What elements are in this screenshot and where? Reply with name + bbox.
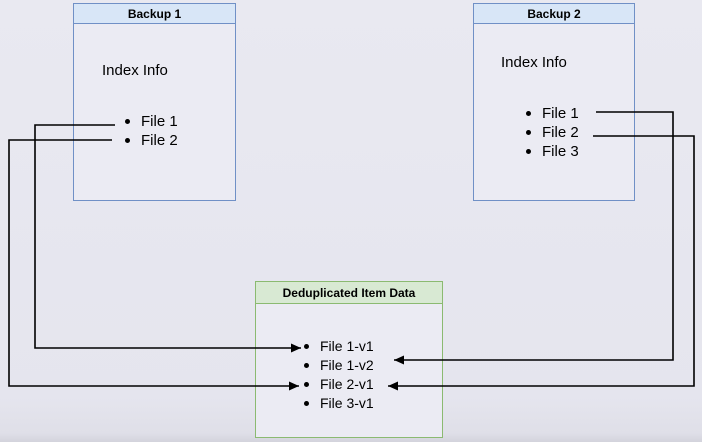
backup-2-index-info-label: Index Info: [501, 54, 567, 71]
dedup-item-file-1-v1: File 1-v1: [304, 337, 374, 356]
dedup-item-list: File 1-v1 File 1-v2 File 2-v1 File 3-v1: [304, 337, 374, 413]
backup-1-file-list: File 1 File 2: [125, 112, 178, 150]
backup-1-index-info-label: Index Info: [102, 62, 168, 79]
node-backup-2: Backup 2 Index Info File 1 File 2 File 3: [473, 3, 635, 201]
backup-2-file-list: File 1 File 2 File 3: [526, 104, 579, 161]
dedup-item-file-2-v1: File 2-v1: [304, 375, 374, 394]
backup-1-file-1: File 1: [125, 112, 178, 131]
node-deduplicated-item-data: Deduplicated Item Data File 1-v1 File 1-…: [255, 281, 443, 438]
backup-2-file-2: File 2: [526, 123, 579, 142]
dedup-item-file-3-v1: File 3-v1: [304, 394, 374, 413]
backup-2-title: Backup 2: [474, 4, 634, 24]
backup-1-file-2: File 2: [125, 131, 178, 150]
backup-2-file-3: File 3: [526, 142, 579, 161]
backup-1-title: Backup 1: [74, 4, 235, 24]
dedup-title: Deduplicated Item Data: [256, 282, 442, 304]
node-backup-1: Backup 1 Index Info File 1 File 2: [73, 3, 236, 201]
backup-2-file-1: File 1: [526, 104, 579, 123]
dedup-item-file-1-v2: File 1-v2: [304, 356, 374, 375]
